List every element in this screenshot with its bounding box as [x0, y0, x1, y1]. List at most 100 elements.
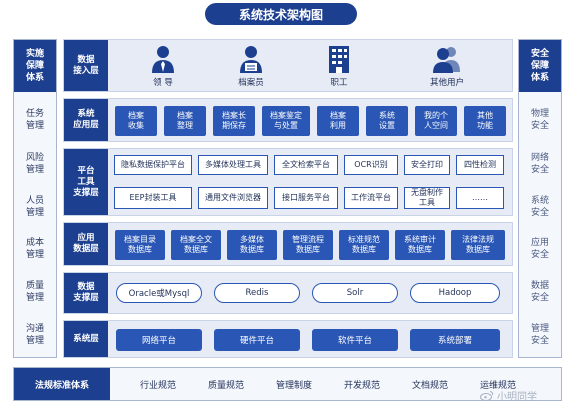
- quality-management-line-2: 管理: [25, 293, 44, 303]
- app-tile-0-line-2: 收集: [128, 121, 144, 130]
- app-tile-6-line-2: 人空间: [424, 121, 448, 130]
- operations-standard: 运维规范: [479, 380, 516, 391]
- data-access-users: 领 导 档案员: [112, 40, 512, 91]
- db-tile-4-line-1: 标准规范: [348, 235, 380, 244]
- app-tile-appraisal-disposal: 档案鉴定与处置: [262, 106, 310, 136]
- cost-management-line-2: 管理: [25, 250, 44, 260]
- physical-security-line-2: 安全: [530, 121, 549, 131]
- db-tile-6-line-1: 法律法规: [462, 235, 494, 244]
- network-security-line-1: 网络: [530, 153, 549, 163]
- task-management: 任务管理: [14, 108, 56, 132]
- db-standards: 标准规范数据库: [339, 230, 389, 260]
- search-solr: Solr: [312, 283, 398, 303]
- system-layer: 系统层 网络平台 硬件平台 软件平台 系统部署: [63, 320, 513, 358]
- security-assurance-header: 安全 保障 体系: [519, 40, 561, 92]
- db-system-audit: 系统审计数据库: [395, 230, 445, 260]
- db-tile-3-line-2: 数据库: [296, 245, 320, 254]
- platform-file-browser: 通用文件浏览器: [198, 187, 268, 209]
- risk-management-line-2: 管理: [25, 165, 44, 175]
- risk-management: 风险管理: [14, 152, 56, 176]
- platform-interface-service: 接口服务平台: [274, 187, 338, 209]
- application-security: 应用安全: [519, 237, 561, 261]
- platform-label-line-1: 平台: [77, 165, 95, 176]
- system-security-line-2: 安全: [530, 208, 549, 218]
- implementation-assurance-panel: 实施 保障 体系 任务管理 风险管理 人员管理 成本管理 质量管理 沟通管理: [13, 39, 57, 358]
- security-assurance-panel: 安全 保障 体系 物理安全 网络安全 系统安全 应用安全 数据安全 管理安全: [518, 39, 562, 358]
- software-platform: 软件平台: [312, 329, 398, 351]
- user-archivist-label: 档案员: [238, 78, 264, 88]
- personnel-management-line-1: 人员: [25, 196, 44, 206]
- db-tile-3-line-1: 管理流程: [292, 235, 324, 244]
- diagram-title: 系统技术架构图: [205, 3, 357, 25]
- quality-standard: 质量规范: [207, 380, 244, 391]
- communication-management-line-1: 沟通: [25, 324, 44, 334]
- app-label-line-2: 应用层: [73, 120, 99, 130]
- db-tile-1-line-2: 数据库: [184, 245, 208, 254]
- data-support-layer: 数据支撑层 Oracle或Mysql Redis Solr Hadoop: [63, 272, 513, 314]
- db-tile-5-line-2: 数据库: [408, 245, 432, 254]
- database-label-line-1: 应用: [77, 233, 95, 243]
- data-support-pills: Oracle或Mysql Redis Solr Hadoop: [112, 273, 512, 313]
- data-support-layer-label: 数据支撑层: [64, 273, 108, 313]
- platform-tools-grid: 隐私数据保护平台 多媒体处理工具 全文检索平台 OCR识别 安全打印 四性检测 …: [112, 149, 512, 215]
- application-security-line-1: 应用: [530, 238, 549, 248]
- cost-management: 成本管理: [14, 237, 56, 261]
- regulations-standards-label: 法规标准体系: [14, 368, 110, 400]
- cost-management-line-1: 成本: [25, 238, 44, 248]
- platform-ocr: OCR识别: [344, 155, 398, 175]
- weibo-icon: [480, 391, 494, 401]
- user-leader: 领 导: [128, 44, 198, 88]
- app-tile-3-line-1: 档案鉴定: [270, 111, 302, 120]
- app-tile-0-line-1: 档案: [128, 111, 144, 120]
- archivist-icon: [240, 46, 262, 73]
- building-icon: [329, 46, 349, 73]
- left-header-line-2: 保障: [25, 61, 44, 71]
- personnel-management: 人员管理: [14, 195, 56, 219]
- documentation-standard: 文档规范: [411, 380, 448, 391]
- industry-standard: 行业规范: [139, 380, 176, 391]
- app-tile-2-line-2: 期保存: [222, 121, 246, 130]
- system-security-line-1: 系统: [530, 196, 549, 206]
- cache-redis: Redis: [214, 283, 300, 303]
- user-other: 其他用户: [402, 44, 492, 88]
- right-header-line-1: 安全: [530, 49, 549, 59]
- app-tile-2-line-1: 档案长: [222, 111, 246, 120]
- db-tile-2-line-2: 数据库: [240, 245, 264, 254]
- system-layer-label: 系统层: [64, 321, 108, 357]
- system-deployment: 系统部署: [410, 329, 500, 351]
- watermark: 小明同学: [480, 388, 537, 403]
- platform-diskless-line-1: 无盘制作: [411, 188, 443, 197]
- platform-workflow: 工作流平台: [344, 187, 398, 209]
- application-data-layer-label: 应用数据层: [64, 223, 108, 265]
- user-other-label: 其他用户: [429, 78, 464, 88]
- db-tile-6-line-2: 数据库: [466, 245, 490, 254]
- network-security-line-2: 安全: [530, 165, 549, 175]
- db-tile-1-line-1: 档案全文: [180, 235, 212, 244]
- physical-security: 物理安全: [519, 108, 561, 132]
- data-access-label-line-2: 接入层: [73, 65, 99, 76]
- regulations-standards-bar: 法规标准体系 行业规范 质量规范 管理制度 开发规范 文档规范 运维规范: [13, 367, 562, 401]
- db-management-process: 管理流程数据库: [283, 230, 333, 260]
- network-platform: 网络平台: [116, 329, 202, 351]
- quality-management-line-1: 质量: [25, 281, 44, 291]
- data-security-line-1: 数据: [530, 281, 549, 291]
- hardware-platform: 硬件平台: [214, 329, 300, 351]
- platform-secure-print: 安全打印: [404, 155, 450, 175]
- personnel-management-line-2: 管理: [25, 208, 44, 218]
- app-tile-6-line-1: 我的个: [424, 111, 448, 120]
- network-security: 网络安全: [519, 152, 561, 176]
- app-tile-7-line-1: 其他: [477, 111, 493, 120]
- task-management-line-2: 管理: [25, 121, 44, 131]
- data-security-line-2: 安全: [530, 293, 549, 303]
- application-data-tiles: 档案目录数据库 档案全文数据库 多媒体数据库 管理流程数据库 标准规范数据库 系…: [112, 223, 512, 265]
- platform-label-line-2: 工具: [77, 176, 95, 187]
- data-access-label-line-1: 数据: [77, 54, 95, 65]
- task-management-line-1: 任务: [25, 109, 44, 119]
- app-tile-5-line-2: 设置: [379, 121, 395, 130]
- db-tile-5-line-1: 系统审计: [404, 235, 436, 244]
- platform-more: ……: [456, 187, 504, 209]
- data-security: 数据安全: [519, 280, 561, 304]
- system-application-layer-label: 系统应用层: [64, 99, 108, 141]
- db-engine-oracle-mysql: Oracle或Mysql: [116, 283, 202, 303]
- data-access-layer: 数据接入层 领 导 档案员: [63, 39, 513, 92]
